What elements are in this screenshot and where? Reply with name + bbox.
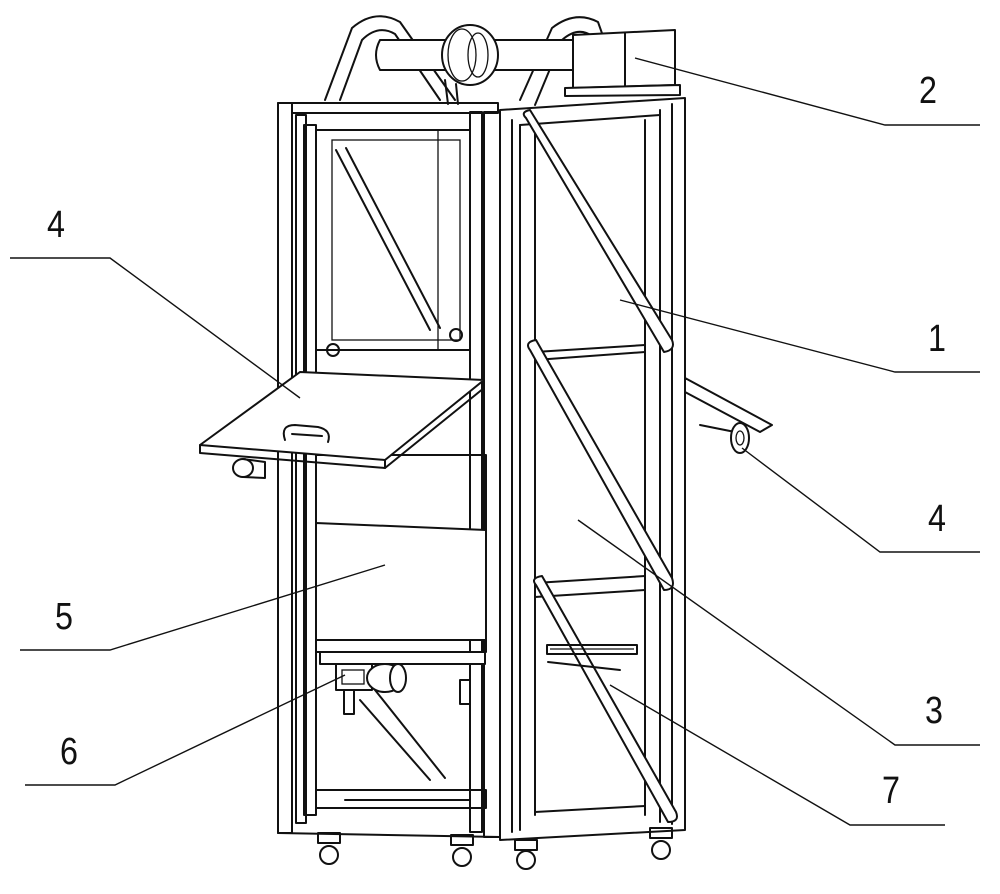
- label-1: 1: [928, 318, 946, 360]
- lifting-box: [315, 522, 487, 653]
- label-5: 5: [55, 596, 73, 638]
- label-3: 3: [925, 690, 943, 732]
- guide-rail: [546, 644, 638, 671]
- motor-box: [564, 29, 681, 97]
- left-tray: [199, 371, 485, 479]
- right-tower-frame: [499, 97, 686, 870]
- label-2: 2: [919, 70, 937, 112]
- label-7: 7: [882, 770, 900, 812]
- top-hoist-assembly: [324, 15, 681, 106]
- label-4-left: 4: [47, 204, 65, 246]
- label-4-right: 4: [928, 498, 946, 540]
- leader-lines: [10, 57, 980, 826]
- left-tower-frame: [277, 102, 501, 867]
- label-6: 6: [60, 731, 78, 773]
- right-tray: [684, 377, 773, 454]
- right-casters: [514, 827, 673, 870]
- left-casters: [317, 832, 474, 867]
- drive-unit: [319, 651, 486, 715]
